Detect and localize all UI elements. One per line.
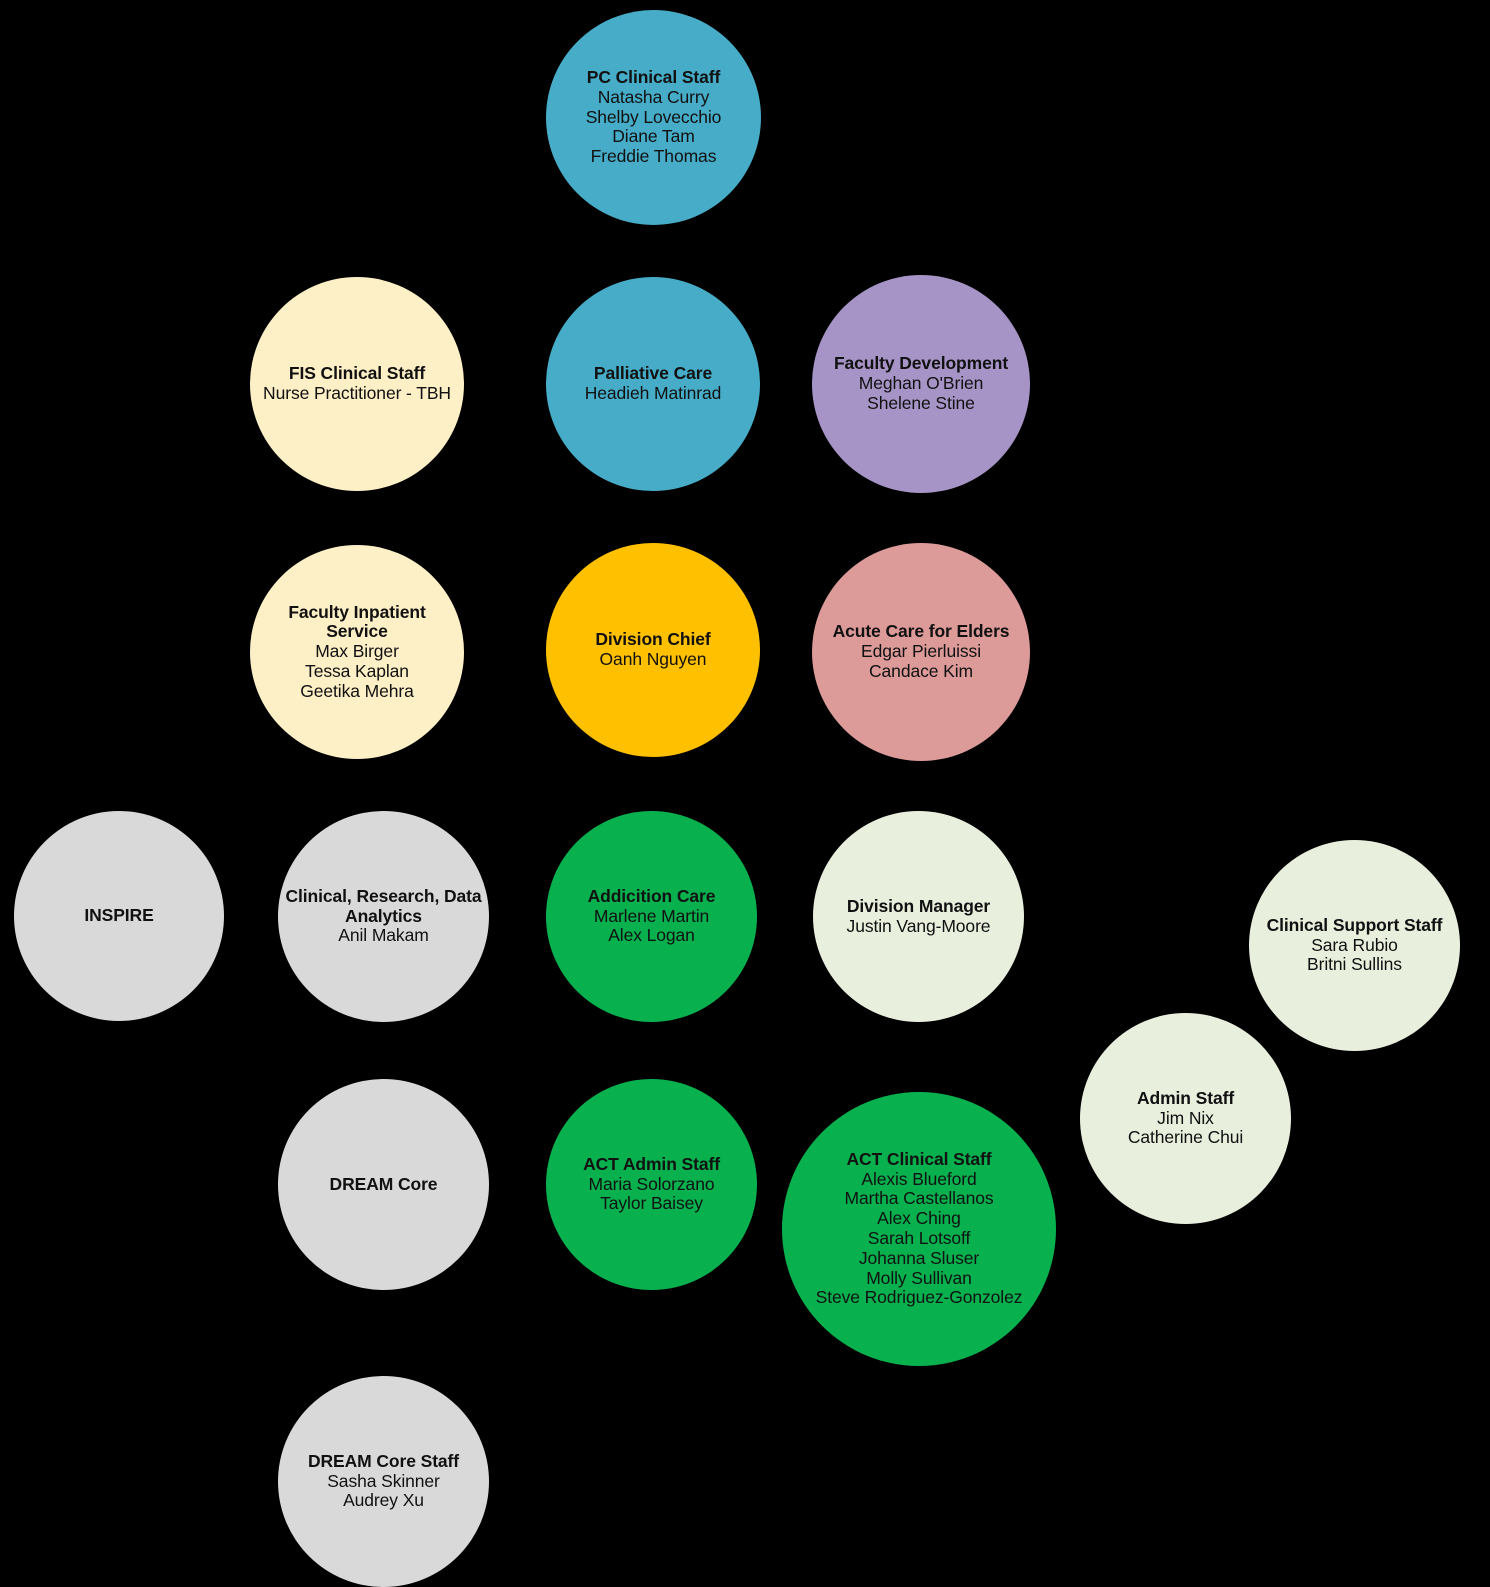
bubble-member-name: Max Birger [315, 641, 399, 662]
bubble-member-name: Headieh Matinrad [584, 383, 722, 403]
bubble-member-name: Audrey Xu [343, 1490, 424, 1511]
bubble-title: Addicition Care [587, 885, 716, 906]
bubble-member-name: Martha Castellanos [844, 1188, 994, 1209]
bubble-member-name: Shelby Lovecchio [585, 106, 722, 127]
bubble-member-name: Jim Nix [1157, 1107, 1214, 1128]
bubble-title: Clinical Support Staff [1266, 914, 1443, 935]
bubble-member-name: Freddie Thomas [590, 146, 717, 167]
bubble-member-name: Natasha Curry [597, 86, 710, 107]
bubble-title: Palliative Care [593, 363, 713, 384]
bubble-member-name: Marlene Martin [593, 905, 710, 926]
bubble-title: DREAM Core [329, 1173, 438, 1194]
bubble-member-name: Oanh Nguyen [599, 649, 707, 669]
bubble-member-name: Meghan O'Brien [858, 373, 984, 394]
bubble-title: Faculty Development [833, 353, 1009, 374]
bubble-member-name: Diane Tam [612, 126, 695, 147]
bubble-members: Oanh Nguyen [599, 649, 707, 670]
bubble-member-name: Sara Rubio [1311, 934, 1398, 955]
bubble-inspire[interactable]: INSPIRE [14, 811, 224, 1021]
bubble-member-name: Candace Kim [869, 660, 973, 681]
bubble-member-name: Edgar Pierluissi [861, 641, 981, 662]
bubble-member-name: Alex Ching [877, 1208, 961, 1229]
bubble-title: Faculty Inpatient Service [288, 601, 426, 642]
bubble-title: ACT Clinical Staff [846, 1148, 992, 1169]
bubble-members: Justin Vang-Moore [846, 915, 991, 937]
bubble-member-name: Taylor Baisey [600, 1193, 703, 1214]
bubble-member-name: Catherine Chui [1127, 1127, 1244, 1148]
bubble-title: Acute Care for Elders [832, 621, 1010, 642]
bubble-title: FIS Clinical Staff [288, 363, 426, 384]
bubble-member-name: Tessa Kaplan [305, 660, 409, 681]
bubble-member-name: Shelene Stine [867, 392, 975, 413]
bubble-title: Admin Staff [1136, 1087, 1235, 1108]
bubble-member-name: Justin Vang-Moore [846, 915, 991, 936]
bubble-title: Clinical, Research, Data Analytics [285, 885, 482, 926]
bubble-title: PC Clinical Staff [586, 67, 721, 88]
bubble-member-name: Britni Sullins [1307, 954, 1402, 975]
bubble-dream-core[interactable]: DREAM Core [278, 1079, 489, 1290]
bubble-members: Headieh Matinrad [584, 383, 722, 404]
bubble-title: INSPIRE [84, 905, 154, 926]
bubble-member-name: Geetika Mehra [300, 680, 414, 701]
bubble-member-name: Molly Sullivan [866, 1267, 972, 1288]
bubble-member-name: Sasha Skinner [327, 1470, 440, 1491]
bubble-title: Division Chief [595, 629, 711, 650]
bubble-member-name: Johanna Sluser [858, 1247, 980, 1268]
bubble-member-name: Anil Makam [338, 925, 429, 946]
bubble-members: Anil Makam [338, 925, 429, 946]
bubble-member-name: Maria Solorzano [588, 1173, 715, 1194]
bubble-title: Division Manager [846, 895, 991, 916]
bubble-members: Nurse Practitioner - TBH [263, 383, 451, 404]
bubble-member-name: Nurse Practitioner - TBH [263, 383, 451, 403]
bubble-member-name: Alex Logan [608, 925, 695, 946]
bubble-member-name: Sarah Lotsoff [867, 1228, 971, 1248]
bubble-member-name: Steve Rodriguez-Gonzolez [815, 1287, 1023, 1308]
bubble-member-name: Alexis Blueford [861, 1168, 977, 1189]
bubble-title: ACT Admin Staff [583, 1153, 720, 1174]
bubble-title: DREAM Core Staff [307, 1450, 460, 1471]
